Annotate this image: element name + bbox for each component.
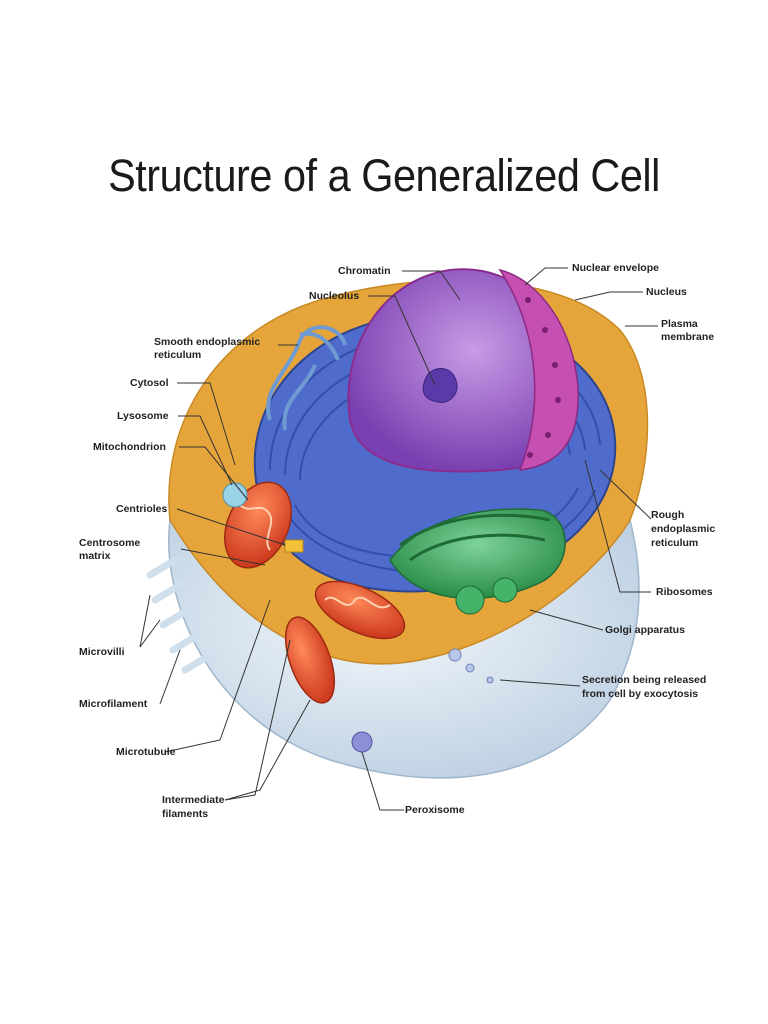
peroxisome	[351, 731, 373, 753]
label-cytosol: Cytosol	[130, 377, 169, 389]
secretion-vesicles	[448, 648, 494, 684]
label-secretion-line2: from cell by exocytosis	[582, 688, 699, 700]
label-centrioles: Centrioles	[116, 503, 168, 515]
label-microvilli: Microvilli	[79, 646, 125, 658]
label-microtubule: Microtubule	[116, 746, 176, 758]
microvilli	[146, 556, 214, 674]
smooth-er	[266, 325, 347, 431]
label-plasma-membrane-line2: membrane	[661, 331, 715, 343]
label-rough-er-line2: endoplasmic	[651, 523, 716, 535]
label-centrosome-line1: Centrosome	[79, 537, 141, 549]
label-smooth-er-line1: Smooth endoplasmic	[154, 336, 261, 348]
label-chromatin: Chromatin	[338, 265, 391, 277]
label-mitochondrion: Mitochondrion	[93, 441, 166, 453]
label-nucleolus: Nucleolus	[309, 290, 360, 302]
leader-lines	[139, 267, 658, 811]
label-rough-er-line3: reticulum	[651, 537, 699, 549]
diagram-title: Structure of a Generalized Cell	[108, 150, 660, 201]
label-peroxisome: Peroxisome	[405, 804, 465, 816]
label-nucleus: Nucleus	[646, 286, 687, 298]
label-golgi-apparatus: Golgi apparatus	[605, 624, 685, 636]
label-centrosome-line2: matrix	[79, 550, 111, 562]
lysosome	[222, 482, 248, 508]
label-rough-er-line1: Rough	[651, 509, 685, 521]
label-nuclear-envelope: Nuclear envelope	[572, 262, 659, 274]
centrioles	[284, 539, 304, 553]
nucleolus	[422, 368, 458, 403]
label-intermediate-line1: Intermediate	[162, 794, 225, 806]
mitochondrion-3	[284, 616, 336, 704]
label-microfilament: Microfilament	[79, 698, 148, 710]
label-intermediate-line2: filaments	[162, 808, 209, 820]
label-ribosomes: Ribosomes	[656, 586, 713, 598]
mitochondrion-2	[314, 580, 406, 640]
nuclear-envelope	[498, 268, 579, 471]
label-plasma-membrane-line1: Plasma	[661, 318, 698, 330]
golgi-apparatus	[389, 508, 566, 615]
label-lysosome: Lysosome	[117, 410, 169, 422]
label-secretion-line1: Secretion being released	[582, 674, 707, 686]
label-smooth-er-line2: reticulum	[154, 349, 202, 361]
nuclear-pores	[525, 297, 561, 458]
